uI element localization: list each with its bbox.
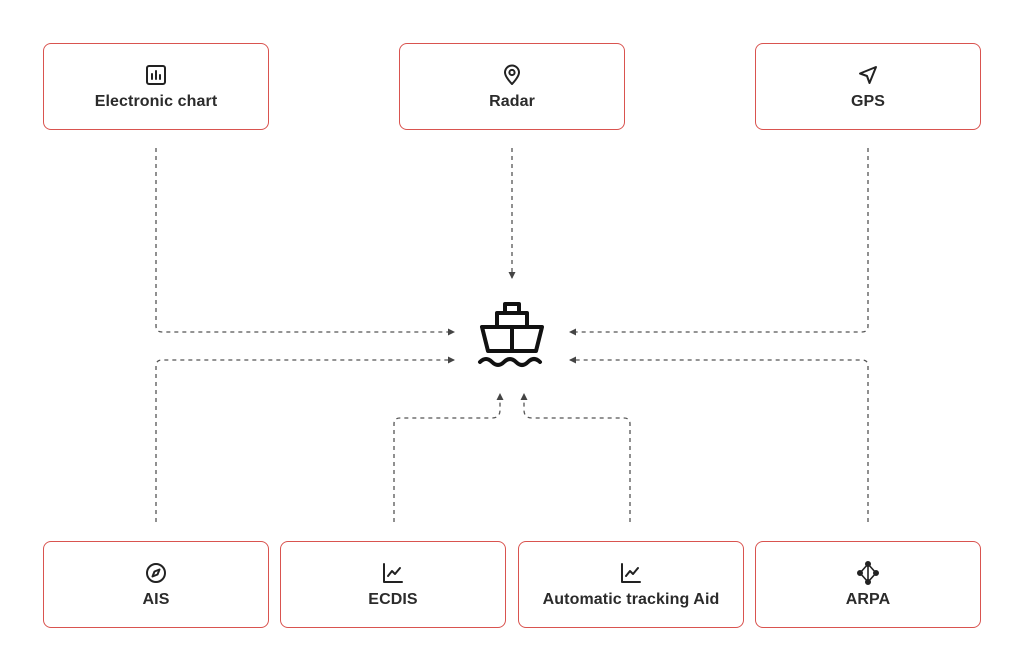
connector-arpa — [569, 356, 869, 522]
node-ais: AIS — [43, 541, 269, 628]
node-label: ARPA — [845, 590, 891, 608]
node-gps: GPS — [755, 43, 981, 130]
node-ecdis: ECDIS — [280, 541, 506, 628]
node-label: AIS — [142, 590, 170, 608]
connector-ais — [155, 356, 455, 522]
bar-chart-icon — [146, 64, 166, 85]
node-label: GPS — [850, 92, 886, 110]
line-chart-icon — [621, 562, 641, 583]
map-pin-icon — [504, 64, 520, 85]
network-icon — [856, 560, 879, 585]
navigation-arrow-icon — [859, 65, 877, 84]
compass-icon — [146, 562, 166, 583]
node-arpa: ARPA — [755, 541, 981, 628]
connector-gps — [569, 148, 869, 336]
connector-electronic-chart — [155, 148, 455, 336]
node-electronic-chart: Electronic chart — [43, 43, 269, 130]
ship-icon — [478, 302, 544, 367]
connector-tracking — [520, 393, 631, 522]
node-label: Automatic tracking Aid — [542, 590, 720, 608]
connector-ecdis — [393, 393, 504, 522]
node-label: Radar — [489, 92, 535, 110]
line-chart-icon — [383, 562, 403, 583]
node-label: ECDIS — [368, 590, 418, 608]
node-radar: Radar — [399, 43, 625, 130]
node-automatic-tracking-aid: Automatic tracking Aid — [518, 541, 744, 628]
node-label: Electronic chart — [94, 92, 218, 110]
